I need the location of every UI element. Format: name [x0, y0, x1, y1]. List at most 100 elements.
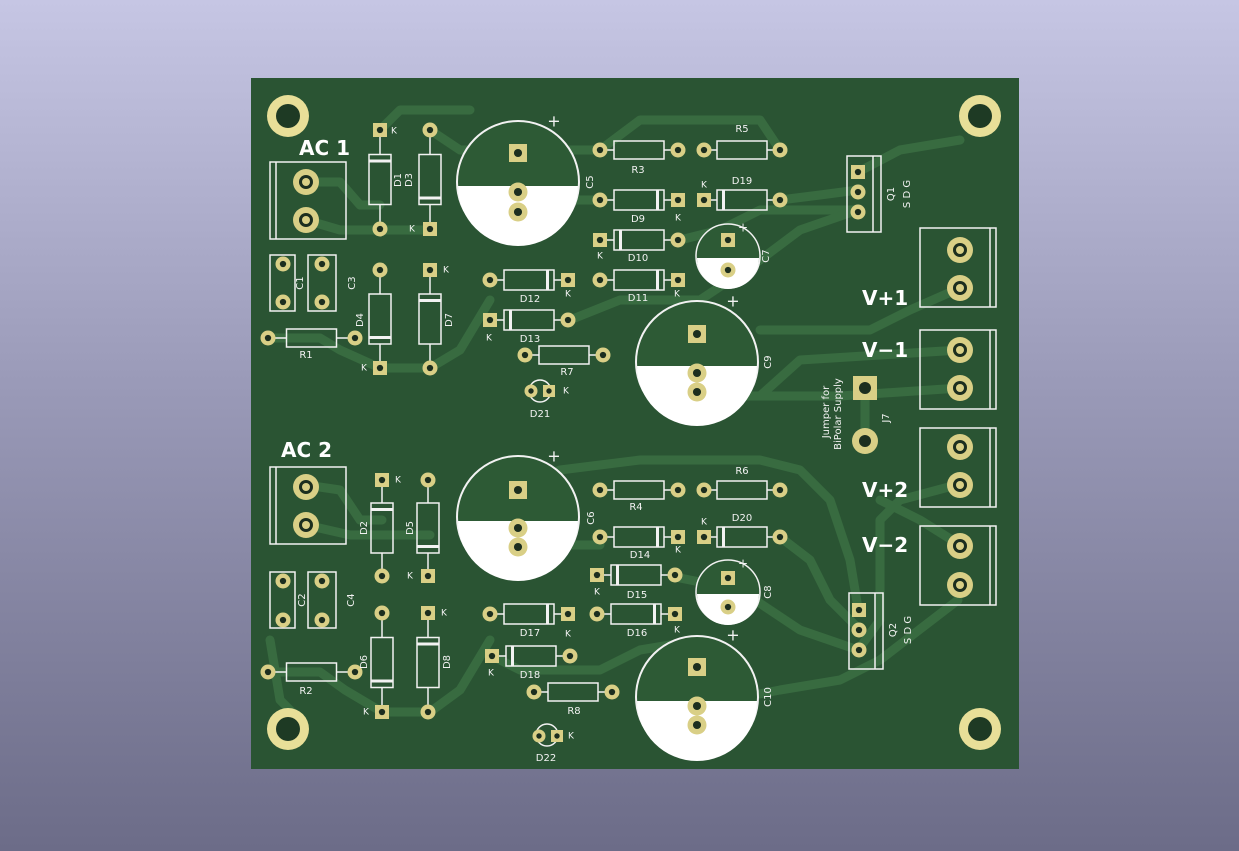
diode-d19-body	[716, 189, 768, 211]
ac2-terminal-block	[269, 466, 347, 545]
cathode-mark: K	[441, 609, 448, 619]
ref-d19: D19	[732, 176, 752, 187]
ref-d8: D8	[442, 655, 453, 669]
ref-r4: R4	[629, 502, 642, 513]
v1-plus-label: V+1	[862, 286, 908, 310]
ref-d10: D10	[628, 253, 648, 264]
ref-c7: C7	[761, 249, 772, 262]
ref-d3: D3	[404, 173, 415, 187]
resistor-r3-body	[613, 140, 665, 160]
ref-c5: C5	[585, 175, 596, 188]
polarity-plus-mark: +	[547, 112, 560, 131]
ref-c3: C3	[347, 276, 358, 289]
copper-traces	[263, 105, 965, 725]
v2-plus-label: V+2	[862, 478, 908, 502]
ref-d9: D9	[631, 214, 645, 225]
cathode-mark: K	[675, 546, 682, 556]
q2-pin-labels: S D G	[903, 616, 914, 644]
mounting-holes	[267, 95, 1001, 750]
ref-d20: D20	[732, 513, 752, 524]
ref-c10: C10	[763, 687, 774, 707]
ref-d13: D13	[520, 334, 540, 345]
diode-d20-body	[716, 526, 768, 548]
cathode-mark: K	[597, 252, 604, 262]
cathode-mark: K	[488, 669, 495, 679]
diode-d6-body	[370, 636, 394, 689]
ref-d15: D15	[627, 590, 647, 601]
ac1-terminal-block	[269, 161, 347, 240]
diode-d1-body	[368, 153, 392, 206]
ref-d16: D16	[627, 628, 647, 639]
diode-d14-body	[613, 526, 665, 548]
ref-r6: R6	[735, 466, 748, 477]
cathode-mark: K	[565, 630, 572, 640]
cathode-mark: K	[568, 732, 575, 742]
ref-d6: D6	[359, 655, 370, 669]
diode-d10-body	[613, 229, 665, 251]
transistor-outlines	[846, 155, 884, 670]
ref-c1: C1	[295, 276, 306, 289]
diode-d15-body	[610, 564, 662, 586]
diode-d18-body	[505, 645, 557, 667]
diode-d16-body	[610, 603, 662, 625]
ref-r1: R1	[299, 350, 312, 361]
ref-c8: C8	[763, 585, 774, 598]
diode-d17-body	[503, 603, 555, 625]
ref-d22: D22	[536, 753, 556, 764]
capacitor-c8	[695, 559, 761, 626]
q1-pin-labels: S D G	[902, 180, 913, 208]
diode-d5-body	[416, 502, 440, 554]
ref-d18: D18	[520, 670, 540, 681]
ref-d1: D1	[393, 173, 404, 187]
ref-r5: R5	[735, 124, 748, 135]
cathode-mark: K	[674, 626, 681, 636]
polarity-plus-mark: +	[726, 626, 739, 645]
cathode-mark: K	[363, 708, 370, 718]
resistor-r4-body	[613, 480, 665, 500]
cathode-mark: K	[395, 476, 402, 486]
ref-d14: D14	[630, 550, 650, 561]
cathode-mark: K	[563, 387, 570, 397]
ref-c2: C2	[297, 593, 308, 606]
diode-d2-body	[370, 502, 394, 554]
ac2-label: AC 2	[281, 438, 332, 462]
resistor-r6-body	[716, 480, 768, 500]
cathode-mark: K	[391, 127, 398, 137]
resistor-r1-body	[285, 328, 338, 348]
cathode-mark: K	[407, 572, 414, 582]
v1-minus-label: V−1	[862, 338, 908, 362]
ref-d5: D5	[405, 521, 416, 535]
cathode-mark: K	[361, 364, 368, 374]
cathode-mark: K	[594, 588, 601, 598]
ref-d21: D21	[530, 409, 550, 420]
jumper-label-line2: BiPolar Supply	[833, 378, 844, 450]
ref-r7: R7	[560, 367, 573, 378]
diode-d13-body	[503, 309, 555, 331]
cathode-mark: K	[565, 290, 572, 300]
ceramic-cap-outlines	[269, 254, 337, 629]
diode-d8-body	[416, 636, 440, 689]
ref-d2: D2	[359, 521, 370, 535]
ref-d4: D4	[355, 313, 366, 327]
resistor-r2-body	[285, 662, 338, 682]
ref-c9: C9	[763, 355, 774, 368]
v2-minus-label: V−2	[862, 533, 908, 557]
cathode-mark: K	[443, 266, 450, 276]
ref-j7: J7	[881, 413, 892, 423]
ref-c6: C6	[586, 511, 597, 524]
ref-d17: D17	[520, 628, 540, 639]
cathode-mark: K	[701, 518, 708, 528]
ref-r2: R2	[299, 686, 312, 697]
cathode-mark: K	[675, 214, 682, 224]
polarity-plus-mark: +	[726, 292, 739, 311]
cathode-mark: K	[701, 181, 708, 191]
cathode-mark: K	[486, 334, 493, 344]
resistor-r5-body	[716, 140, 768, 160]
ref-c4: C4	[346, 593, 357, 606]
cathode-mark: K	[674, 290, 681, 300]
diode-d3-body	[418, 153, 442, 206]
diode-d9-body	[613, 189, 665, 211]
ref-d7: D7	[444, 313, 455, 327]
diode-d4-body	[368, 293, 392, 345]
